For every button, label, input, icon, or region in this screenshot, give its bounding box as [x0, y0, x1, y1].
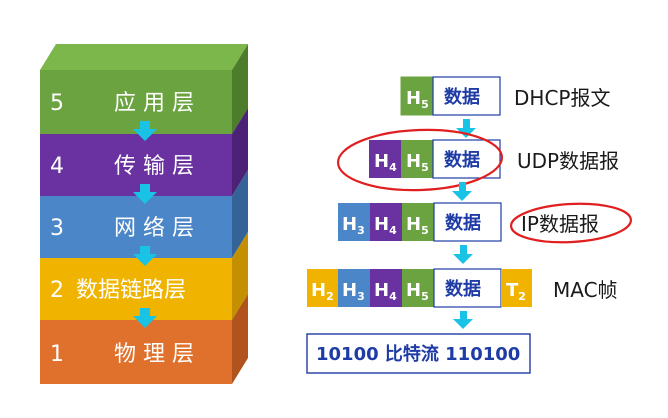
down-arrow-4 — [453, 311, 473, 329]
bitstream-label: 10100 比特流 110100 — [316, 343, 520, 365]
h4-box — [370, 269, 402, 307]
h3-label: H3 — [342, 214, 365, 237]
data-label: 数据 — [445, 212, 481, 234]
h3-box — [338, 269, 370, 307]
data-box — [432, 139, 501, 179]
udp-label: UDP数据报 — [517, 149, 619, 173]
h2-box — [307, 269, 338, 307]
layer-1-number: 1 — [50, 342, 64, 367]
h4-label: H4 — [374, 214, 397, 237]
data-box — [433, 202, 502, 242]
h4-label: H4 — [374, 280, 397, 303]
stack-top-face — [40, 44, 248, 70]
layer-2: 2 数据链路层 — [40, 232, 248, 320]
data-box — [432, 76, 501, 116]
h5-label: H5 — [406, 280, 429, 303]
layer-stack: 5 应 用 层 4 传 输 层 3 网 络 层 2 数据链路层 1 物 理 层 — [40, 44, 248, 384]
stack-arrow-4-3 — [133, 184, 157, 204]
bitstream-frame — [306, 333, 531, 374]
bitstream-box: 10100 比特流 110100 — [306, 333, 531, 374]
ip-label: IP数据报 — [521, 212, 599, 236]
layer-4-front — [40, 134, 232, 196]
down-arrow-2 — [452, 182, 472, 201]
layer-5: 5 应 用 层 — [40, 44, 248, 134]
layer-2-side — [232, 232, 248, 320]
h5-box — [401, 140, 433, 178]
layer-2-number: 2 — [50, 278, 64, 303]
data-label: 数据 — [445, 278, 481, 300]
udp-highlight-circle — [336, 128, 504, 192]
dhcp-label: DHCP报文 — [514, 86, 610, 110]
h5-label: H5 — [406, 214, 429, 237]
layer-3-number: 3 — [50, 216, 64, 241]
layer-1-side — [232, 294, 248, 384]
h5-box — [402, 203, 434, 241]
layer-5-side — [232, 44, 248, 134]
row-udp: H4 H5 数据 UDP数据报 — [336, 128, 619, 192]
layer-4-side — [232, 108, 248, 196]
h5-label: H5 — [406, 151, 429, 174]
h5-box — [402, 269, 434, 307]
h2-label: H2 — [311, 280, 334, 303]
row-ip: H3 H4 H5 数据 IP数据报 — [338, 202, 633, 244]
layer-4-name: 传 输 层 — [114, 154, 194, 179]
layer-3: 3 网 络 层 — [40, 170, 248, 258]
layer-1: 1 物 理 层 — [40, 294, 248, 384]
down-arrow-3 — [453, 245, 473, 264]
layer-1-front — [40, 320, 232, 384]
layer-3-name: 网 络 层 — [114, 216, 194, 241]
t2-label: T2 — [506, 280, 526, 303]
down-arrow-1 — [456, 119, 476, 138]
layer-5-front — [40, 70, 232, 134]
layer-3-side — [232, 170, 248, 258]
h3-label: H3 — [342, 280, 365, 303]
stack-arrows — [133, 121, 157, 328]
data-label: 数据 — [444, 86, 480, 108]
ip-highlight-circle — [509, 202, 633, 244]
t2-box — [501, 269, 532, 307]
layer-2-name: 数据链路层 — [76, 278, 186, 303]
layer-2-front — [40, 258, 232, 320]
row-mac: H2 H3 H4 H5 数据 T2 MAC帧 — [307, 268, 618, 308]
h4-box — [370, 203, 402, 241]
layer-5-name: 应 用 层 — [114, 91, 194, 116]
mac-label: MAC帧 — [553, 278, 618, 302]
data-label: 数据 — [444, 149, 480, 171]
h4-box — [369, 140, 401, 178]
layer-5-number: 5 — [50, 91, 64, 116]
h5-box — [400, 76, 434, 116]
layer-1-name: 物 理 层 — [114, 342, 194, 367]
stack-arrow-3-2 — [133, 246, 157, 266]
layer-3-front — [40, 196, 232, 258]
row-dhcp: H5 数据 DHCP报文 — [400, 76, 610, 116]
data-box — [433, 268, 502, 308]
layer-4-number: 4 — [50, 154, 64, 179]
stack-arrow-2-1 — [133, 308, 157, 328]
h4-label: H4 — [374, 151, 397, 174]
stack-arrow-5-4 — [133, 121, 157, 141]
h3-box — [338, 203, 370, 241]
layer-4: 4 传 输 层 — [40, 108, 248, 196]
h5-label: H5 — [406, 88, 429, 111]
